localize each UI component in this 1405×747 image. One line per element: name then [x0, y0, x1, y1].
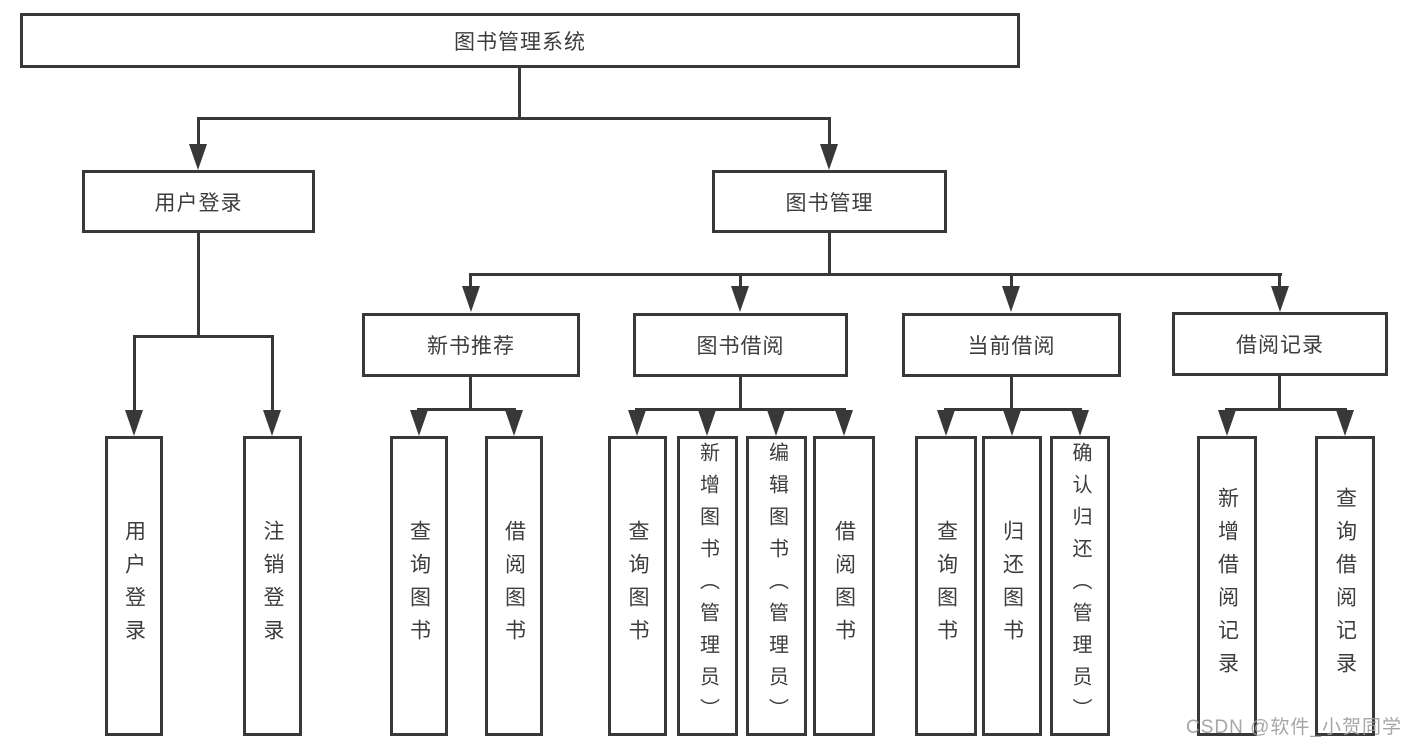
node-borrow-records: 借阅记录	[1172, 312, 1388, 376]
arrowhead	[628, 410, 646, 436]
connector-line	[739, 273, 742, 289]
connector-line	[1010, 377, 1013, 410]
arrowhead	[835, 410, 853, 436]
connector-line	[133, 335, 136, 413]
node-logout-leaf-label: 注销登录	[261, 520, 284, 652]
connector-line	[518, 68, 521, 120]
connector-line	[197, 117, 200, 147]
arrowhead	[505, 410, 523, 436]
connector-line	[417, 408, 516, 411]
node-query-book-b: 查询图书	[608, 436, 667, 736]
node-confirm-return-label: 确认归还（管理员）	[1069, 442, 1091, 730]
arrowhead	[820, 144, 838, 170]
node-root-label: 图书管理系统	[454, 30, 586, 54]
node-book-mgmt-label: 图书管理	[785, 191, 874, 215]
node-root: 图书管理系统	[20, 13, 1020, 68]
arrowhead	[189, 144, 207, 170]
arrowhead	[698, 410, 716, 436]
connector-line	[828, 117, 831, 147]
node-new-book-rec-label: 新书推荐	[427, 335, 515, 358]
connector-line	[469, 273, 472, 289]
node-borrow-book-b-label: 借阅图书	[832, 520, 856, 652]
node-login-leaf-label: 用户登录	[122, 520, 146, 652]
connector-line	[1010, 273, 1013, 289]
connector-line	[1278, 375, 1281, 410]
arrowhead	[731, 286, 749, 312]
connector-line	[133, 335, 274, 338]
node-query-borrow-rec: 查询借阅记录	[1315, 436, 1375, 736]
node-edit-book-label: 编辑图书（管理员）	[765, 442, 788, 730]
node-user-login: 用户登录	[82, 170, 315, 233]
connector-line	[271, 335, 274, 413]
node-logout-leaf: 注销登录	[243, 436, 302, 736]
node-add-book: 新增图书（管理员）	[677, 436, 738, 736]
connector-line	[828, 232, 831, 276]
connector-line	[739, 377, 742, 410]
arrowhead	[1218, 410, 1236, 436]
arrowhead	[410, 410, 428, 436]
arrowhead	[1271, 286, 1289, 312]
node-query-book-c-label: 查询图书	[934, 520, 958, 652]
arrowhead	[462, 286, 480, 312]
node-user-login-label: 用户登录	[154, 191, 243, 215]
node-borrow-book-b: 借阅图书	[813, 436, 875, 736]
arrowhead	[1002, 286, 1020, 312]
arrowhead	[1071, 410, 1089, 436]
node-return-book-label: 归还图书	[1000, 520, 1024, 652]
connector-line	[635, 408, 846, 411]
arrowhead	[767, 410, 785, 436]
arrowhead	[1336, 410, 1354, 436]
node-return-book: 归还图书	[982, 436, 1042, 736]
node-query-book-b-label: 查询图书	[626, 520, 649, 652]
node-book-borrow: 图书借阅	[633, 313, 848, 377]
connector-line	[944, 408, 1082, 411]
node-query-book-c: 查询图书	[915, 436, 977, 736]
connector-line	[469, 273, 1282, 276]
node-login-leaf: 用户登录	[105, 436, 163, 736]
node-edit-book: 编辑图书（管理员）	[746, 436, 807, 736]
node-borrow-book-a: 借阅图书	[485, 436, 543, 736]
node-query-book-a-label: 查询图书	[407, 520, 431, 652]
connector-line	[197, 232, 200, 338]
node-confirm-return: 确认归还（管理员）	[1050, 436, 1110, 736]
csdn-watermark: CSDN @软件_小贺同学	[1186, 717, 1402, 738]
node-add-borrow-rec: 新增借阅记录	[1197, 436, 1257, 736]
node-query-book-a: 查询图书	[390, 436, 448, 736]
arrowhead	[263, 410, 281, 436]
node-query-borrow-rec-label: 查询借阅记录	[1333, 487, 1357, 685]
connector-line	[1278, 273, 1281, 289]
connector-line	[197, 117, 831, 120]
node-current-borrow-label: 当前借阅	[967, 335, 1056, 358]
node-borrow-book-a-label: 借阅图书	[502, 520, 526, 652]
node-book-mgmt: 图书管理	[712, 170, 947, 233]
node-new-book-rec: 新书推荐	[362, 313, 580, 377]
node-borrow-records-label: 借阅记录	[1236, 334, 1324, 357]
node-current-borrow: 当前借阅	[902, 313, 1121, 377]
arrowhead	[937, 410, 955, 436]
node-add-book-label: 新增图书（管理员）	[696, 442, 719, 730]
connector-line	[469, 377, 472, 410]
node-book-borrow-label: 图书借阅	[696, 335, 785, 358]
arrowhead	[125, 410, 143, 436]
arrowhead	[1003, 410, 1021, 436]
connector-line	[1225, 408, 1347, 411]
node-add-borrow-rec-label: 新增借阅记录	[1215, 487, 1239, 685]
